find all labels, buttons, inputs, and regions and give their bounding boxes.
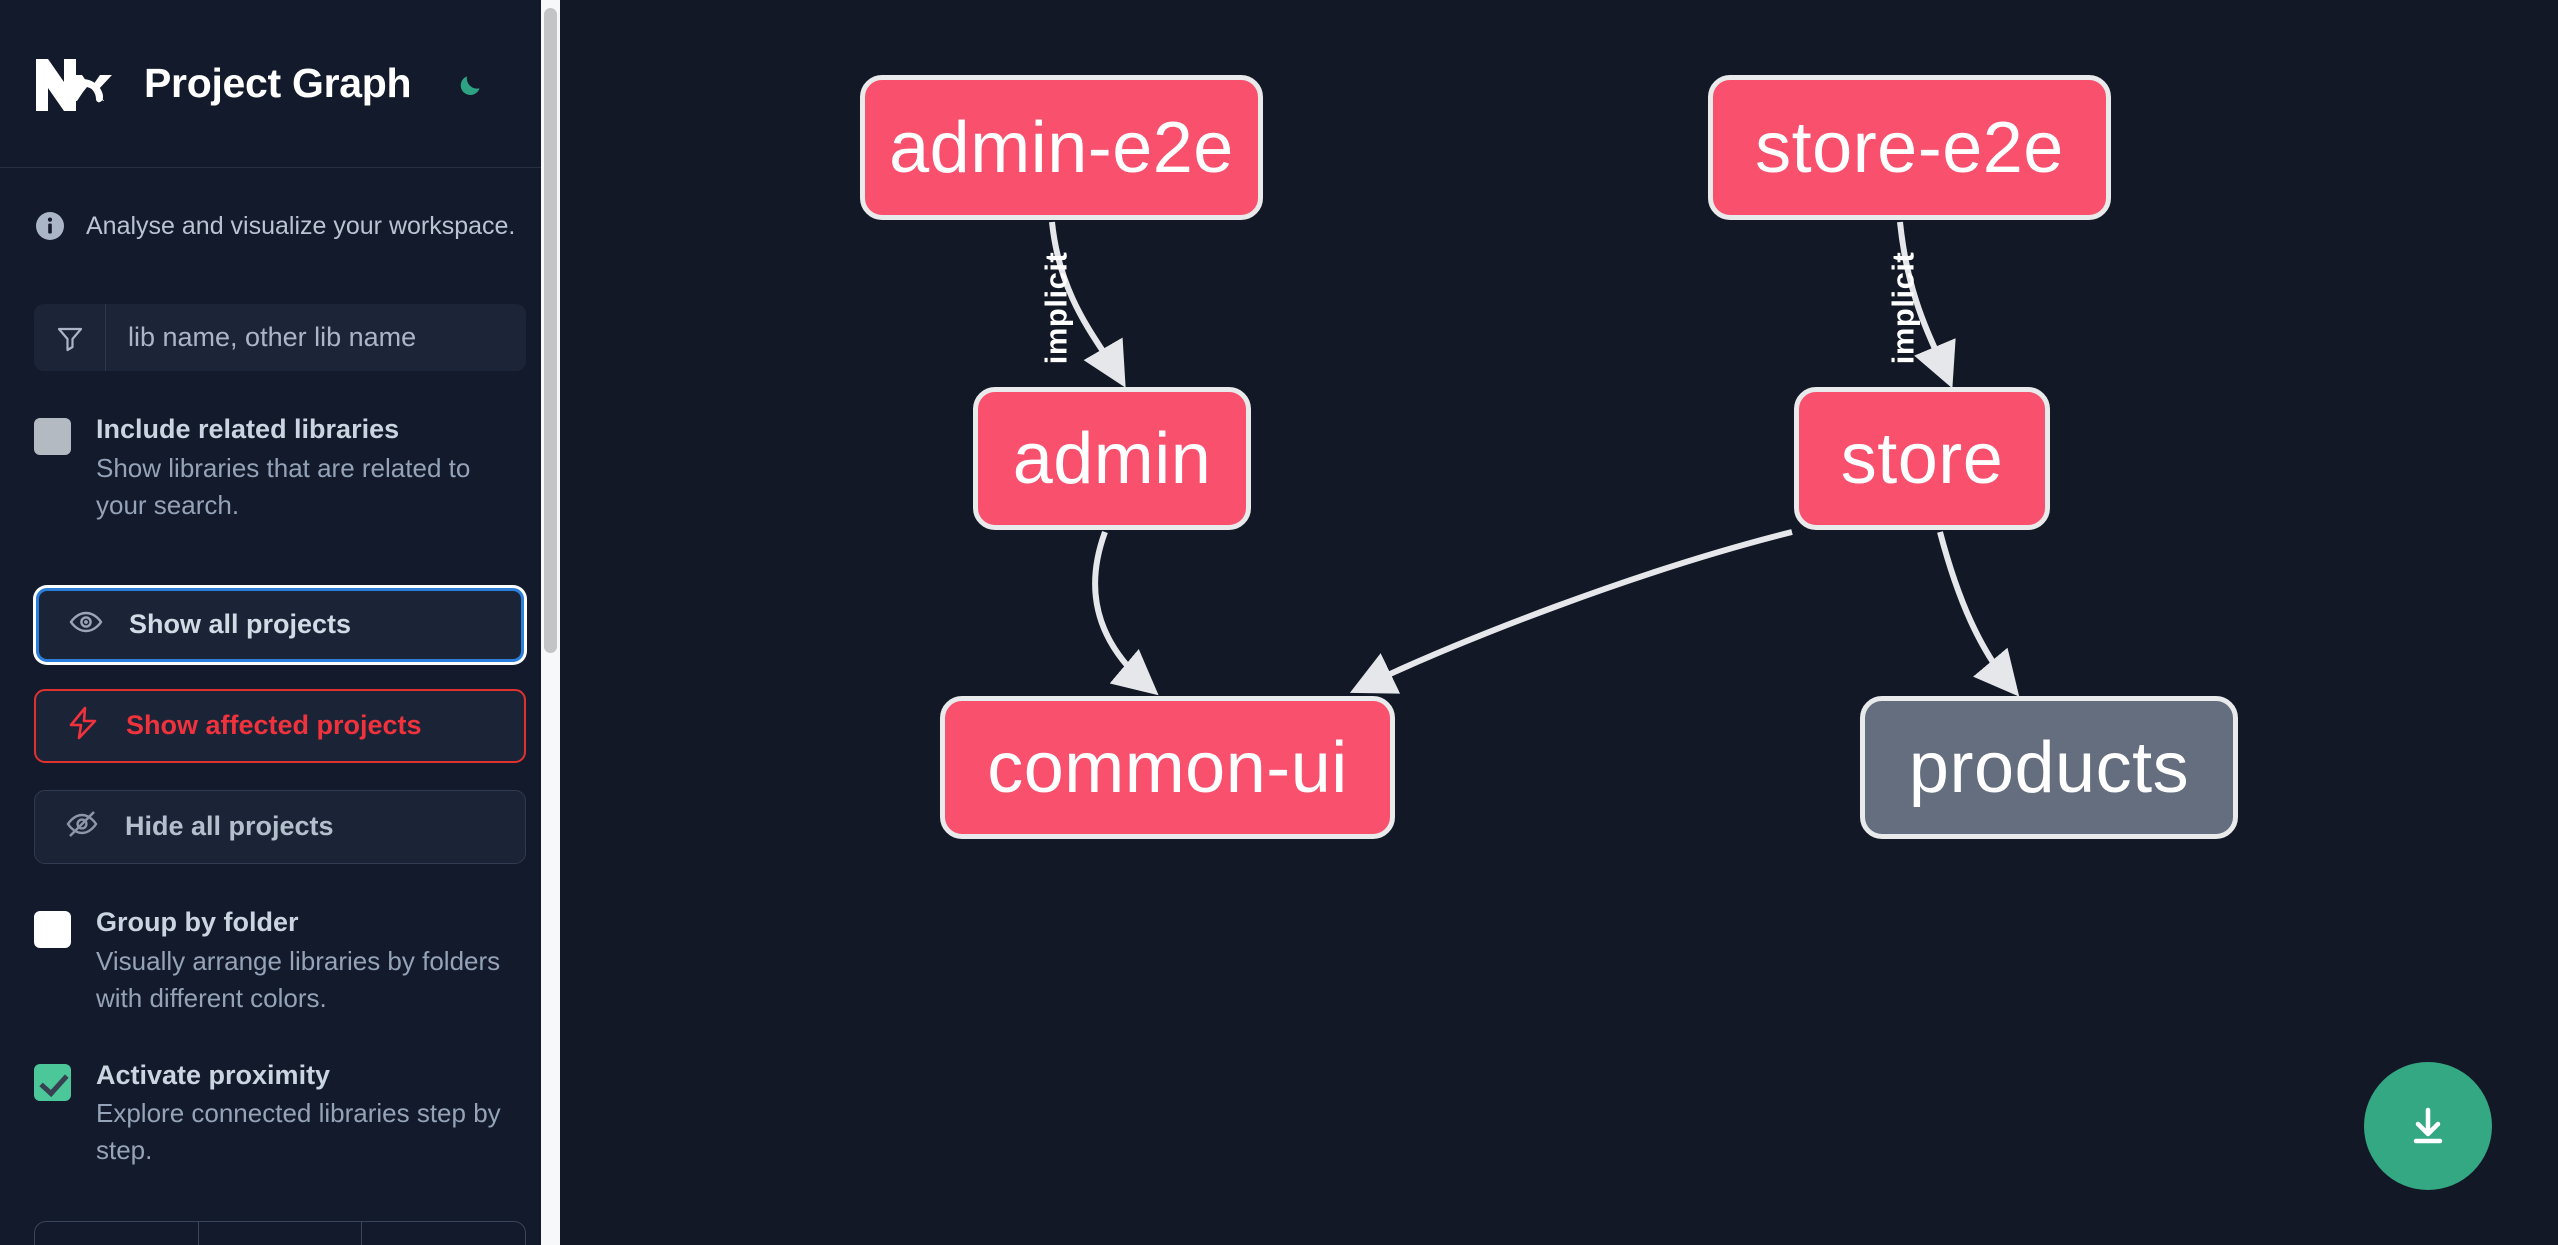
- edge-store-to-common-ui: [1349, 529, 1793, 694]
- checkbox-activate-proximity-label: Activate proximity: [96, 1059, 331, 1090]
- sidebar-scrollbar-thumb[interactable]: [544, 8, 557, 653]
- show-affected-projects-button[interactable]: Show affected projects: [34, 688, 526, 763]
- search-input[interactable]: [106, 304, 526, 371]
- sidebar-header: Project Graph: [0, 0, 560, 168]
- download-image-button[interactable]: [2364, 1062, 2492, 1190]
- moon-icon[interactable]: [449, 61, 495, 107]
- graph-node-store-label: store: [1840, 418, 2004, 499]
- proximity-step-segment-1[interactable]: [35, 1222, 199, 1245]
- checkbox-group-by-folder-box[interactable]: [34, 910, 71, 948]
- graph-node-admin-label: admin: [1012, 418, 1212, 499]
- edge-admin-e2e-to-admin: [1049, 221, 1126, 388]
- info-banner: Analyse and visualize your workspace.: [34, 168, 526, 242]
- sidebar-body: Analyse and visualize your workspace. In…: [0, 168, 560, 1245]
- page-title: Project Graph: [144, 60, 412, 106]
- edge-store-e2e-to-store: [1897, 221, 1956, 389]
- graph-node-products-label: products: [1908, 727, 2190, 808]
- graph-node-admin-e2e[interactable]: admin-e2e: [860, 75, 1263, 220]
- graph-canvas[interactable]: admin-e2e store-e2e admin store common-u…: [560, 0, 2558, 1245]
- show-all-projects-label: Show all projects: [129, 609, 352, 640]
- eye-slash-icon: [65, 807, 99, 846]
- graph-edge-layer: [1049, 221, 2020, 697]
- checkbox-activate-proximity[interactable]: Activate proximity Explore connected lib…: [34, 1059, 526, 1170]
- graph-node-admin-e2e-label: admin-e2e: [889, 107, 1234, 188]
- sidebar: Project Graph Analyse and visualize your…: [0, 0, 560, 1245]
- graph-node-common-ui[interactable]: common-ui: [940, 696, 1395, 839]
- info-icon: [34, 210, 66, 242]
- checkbox-activate-proximity-description: Explore connected libraries step by step…: [96, 1098, 501, 1166]
- edge-store-to-products: [1937, 531, 2020, 697]
- show-all-projects-button[interactable]: Show all projects: [36, 587, 524, 662]
- checkbox-group-by-folder[interactable]: Group by folder Visually arrange librari…: [34, 906, 526, 1017]
- graph-node-products[interactable]: products: [1860, 696, 2238, 839]
- nx-logo: [34, 55, 120, 113]
- checkbox-group-by-folder-label: Group by folder: [96, 906, 299, 937]
- proximity-step-segment-2[interactable]: [199, 1222, 363, 1245]
- hide-all-projects-label: Hide all projects: [125, 811, 334, 842]
- checkbox-activate-proximity-box[interactable]: [34, 1063, 71, 1101]
- graph-node-admin[interactable]: admin: [973, 387, 1251, 530]
- filter-icon: [34, 304, 106, 371]
- graph-node-common-ui-label: common-ui: [987, 727, 1348, 808]
- lightning-icon: [66, 706, 100, 745]
- checkbox-include-related-libraries-description: Show libraries that are related to your …: [96, 452, 471, 520]
- proximity-step-segment-3[interactable]: [362, 1222, 525, 1245]
- graph-node-store-e2e[interactable]: store-e2e: [1708, 75, 2111, 220]
- edge-label-store-e2e-implicit: implicit: [1885, 251, 1921, 365]
- checkbox-group-by-folder-description: Visually arrange libraries by folders wi…: [96, 945, 501, 1013]
- graph-node-store[interactable]: store: [1794, 387, 2050, 530]
- graph-node-store-e2e-label: store-e2e: [1755, 107, 2064, 188]
- edge-admin-to-common-ui: [1092, 530, 1159, 696]
- checkbox-include-related-libraries-label: Include related libraries: [96, 414, 400, 444]
- sidebar-scrollbar[interactable]: [541, 0, 560, 1245]
- info-text: Analyse and visualize your workspace.: [86, 211, 516, 240]
- edge-label-admin-e2e-implicit: implicit: [1038, 251, 1074, 365]
- show-affected-projects-label: Show affected projects: [126, 710, 422, 741]
- checkbox-include-related-libraries[interactable]: Include related libraries Show libraries…: [34, 413, 526, 524]
- search-field[interactable]: [34, 304, 526, 371]
- checkbox-include-related-libraries-box[interactable]: [34, 418, 71, 455]
- proximity-step-segmented-control[interactable]: [34, 1221, 526, 1245]
- hide-all-projects-button[interactable]: Hide all projects: [34, 789, 526, 864]
- eye-icon: [69, 605, 103, 644]
- download-icon: [2413, 1107, 2443, 1144]
